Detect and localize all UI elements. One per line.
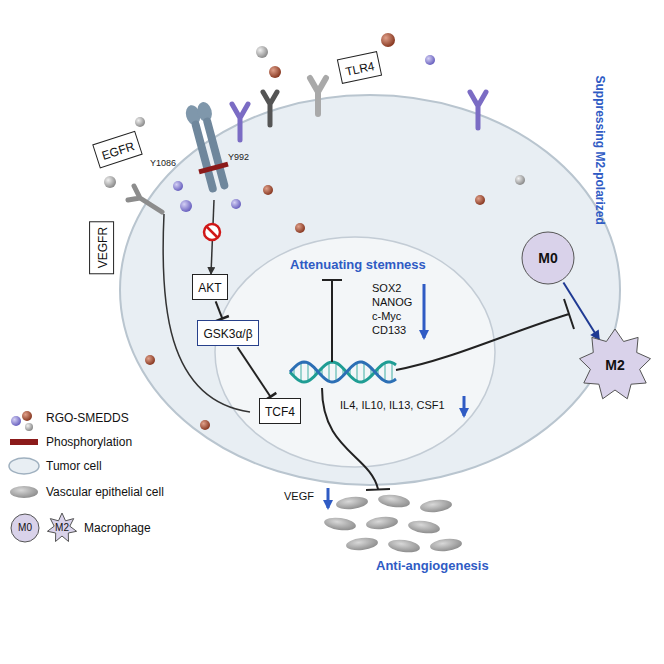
signal-line — [163, 214, 250, 412]
legend-text: Tumor cell — [46, 459, 102, 473]
dna-strand — [290, 362, 396, 382]
text-label: M0 — [18, 522, 32, 534]
label-box: TLR4 — [337, 51, 383, 84]
particle — [381, 33, 395, 47]
inhibition-connector — [237, 347, 276, 400]
particle — [256, 46, 268, 58]
text-label: CD133 — [372, 324, 406, 337]
vascular-cell — [387, 538, 420, 554]
tumor-cell — [120, 95, 620, 485]
vascular-cell — [429, 537, 462, 552]
dna-rung — [363, 363, 365, 382]
text-label: NANOG — [372, 296, 412, 309]
connector-line — [216, 301, 223, 318]
dna-strand — [290, 362, 396, 382]
inhibition-connector — [216, 301, 229, 321]
dna-rung — [328, 363, 330, 382]
effect-heading: Suppressing M2-polarized — [593, 75, 607, 224]
particle — [145, 355, 155, 365]
particle — [515, 175, 525, 185]
vascular-cell — [419, 498, 452, 513]
node-text: EGFR — [100, 140, 136, 164]
vascular-cells — [323, 493, 462, 554]
node-text: VEGFR — [96, 227, 110, 268]
dark-receptor — [263, 92, 277, 125]
connector-line — [237, 347, 270, 396]
node-text: M2 — [605, 357, 624, 373]
text-label: c-Myc — [372, 310, 401, 323]
circle-outline — [522, 232, 574, 284]
particle — [475, 195, 485, 205]
text-label: SOX2 — [372, 282, 401, 295]
prohibition-sign — [204, 224, 220, 240]
text-label: M2 — [55, 522, 69, 534]
purple-receptor — [232, 92, 486, 140]
down-arrow — [463, 396, 466, 416]
rgo-smedds-particles — [104, 33, 525, 430]
dna-rung — [356, 363, 358, 381]
legend-text: RGO-SMEDDS — [46, 411, 129, 425]
text-label: VEGF — [284, 490, 314, 503]
egfr-receptor — [182, 100, 234, 195]
particle — [425, 55, 435, 65]
macrophage-star: M2 — [578, 328, 652, 402]
text-label: Y1086 — [150, 158, 176, 169]
effect-heading: Anti-angiogenesis — [376, 558, 489, 574]
inhibition-line — [322, 280, 342, 362]
nucleus — [215, 237, 495, 467]
vascular-cell — [345, 536, 378, 551]
text-label: IL4, IL10, IL13, CSF1 — [340, 399, 445, 412]
label-box: GSK3α/β — [197, 320, 258, 345]
inhibition-line — [396, 299, 574, 370]
legend-text: Phosphorylation — [46, 435, 132, 449]
vascular-cell — [407, 519, 440, 535]
node-text: GSK3α/β — [203, 327, 252, 341]
phosphorylation-mark — [198, 162, 228, 175]
vascular-cell — [335, 495, 368, 510]
legend-icons — [9, 411, 77, 542]
dna-helix — [290, 362, 396, 382]
vascular-cell — [323, 516, 356, 532]
label-box: EGFR — [93, 131, 144, 169]
particle — [295, 223, 305, 233]
node-text: TCF4 — [265, 405, 295, 419]
node-text: M0 — [538, 250, 557, 266]
node-text: AKT — [198, 281, 221, 295]
down-arrow — [327, 488, 330, 508]
particle — [180, 200, 192, 212]
legend-swatch — [10, 439, 38, 445]
arrow-connector — [563, 283, 599, 341]
particle — [135, 117, 145, 127]
particle — [173, 181, 183, 191]
particle — [200, 420, 210, 430]
vegfr-receptor — [128, 186, 162, 212]
dna-rung — [307, 363, 309, 381]
vascular-cell — [365, 515, 398, 530]
star-outline — [580, 329, 651, 399]
node-text: TLR4 — [344, 59, 376, 79]
tlr4-receptor — [310, 78, 326, 114]
dna-rung — [335, 363, 337, 381]
particle — [269, 66, 281, 78]
effect-heading: Attenuating stemness — [290, 257, 426, 273]
particle — [263, 185, 273, 195]
down-arrow — [423, 284, 426, 338]
label-box: AKT — [192, 274, 227, 299]
legend-text: Macrophage — [84, 521, 151, 535]
legend-text: Vascular epithelial cell — [46, 485, 164, 499]
particle — [104, 176, 116, 188]
dna-rung — [300, 363, 302, 382]
connector-line — [563, 283, 599, 341]
text-label: Y992 — [228, 152, 249, 163]
label-box: VEGFR — [89, 221, 114, 274]
label-box: TCF4 — [259, 398, 301, 423]
particle — [231, 199, 241, 209]
macrophage-circle: M0 — [521, 231, 575, 285]
vascular-cell — [377, 493, 410, 509]
dna-rung — [391, 363, 393, 382]
dna-rung — [384, 363, 386, 381]
